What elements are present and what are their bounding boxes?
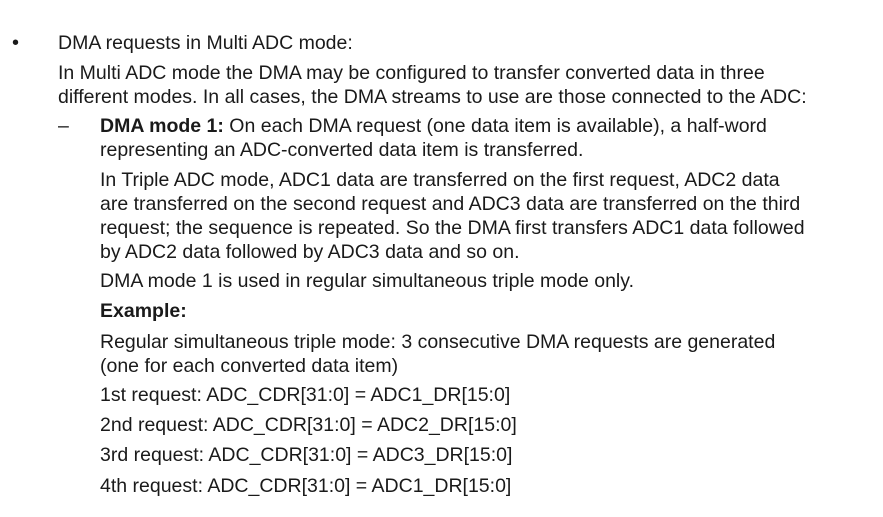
usage-line: DMA mode 1 is used in regular simultaneo… xyxy=(100,270,634,292)
mode1-text: On each DMA request (one data item is av… xyxy=(223,115,767,137)
request-3: 3rd request: ADC_CDR[31:0] = ADC3_DR[15:… xyxy=(100,443,860,467)
mode1-line: representing an ADC-converted data item … xyxy=(100,139,584,161)
triple-line: are transferred on the second request an… xyxy=(100,193,801,215)
triple-line: by ADC2 data followed by ADC3 data and s… xyxy=(100,241,520,263)
bullet-title: DMA requests in Multi ADC mode: xyxy=(58,32,353,54)
bullet-marker: • xyxy=(12,32,20,54)
intro-paragraph: In Multi ADC mode the DMA may be configu… xyxy=(58,61,858,109)
request-line: 1st request: ADC_CDR[31:0] = ADC1_DR[15:… xyxy=(100,384,511,406)
mode1-paragraph: DMA mode 1: On each DMA request (one dat… xyxy=(100,114,860,162)
example-line: (one for each converted data item) xyxy=(100,355,399,377)
example-paragraph: Regular simultaneous triple mode: 3 cons… xyxy=(100,330,860,378)
request-4: 4th request: ADC_CDR[31:0] = ADC1_DR[15:… xyxy=(100,474,860,498)
request-2: 2nd request: ADC_CDR[31:0] = ADC2_DR[15:… xyxy=(100,413,860,437)
mode1-label: DMA mode 1: xyxy=(100,115,224,137)
triple-line: request; the sequence is repeated. So th… xyxy=(100,217,805,239)
example-heading: Example: xyxy=(100,299,860,323)
intro-line: In Multi ADC mode the DMA may be configu… xyxy=(58,62,765,84)
usage-paragraph: DMA mode 1 is used in regular simultaneo… xyxy=(100,269,860,293)
triple-line: In Triple ADC mode, ADC1 data are transf… xyxy=(100,169,780,191)
request-1: 1st request: ADC_CDR[31:0] = ADC1_DR[15:… xyxy=(100,383,860,407)
intro-line: different modes. In all cases, the DMA s… xyxy=(58,86,807,108)
mode1-line: DMA mode 1: On each DMA request (one dat… xyxy=(100,114,860,138)
request-line: 4th request: ADC_CDR[31:0] = ADC1_DR[15:… xyxy=(100,475,512,497)
request-line: 2nd request: ADC_CDR[31:0] = ADC2_DR[15:… xyxy=(100,414,517,436)
example-label: Example: xyxy=(100,300,187,322)
triple-paragraph: In Triple ADC mode, ADC1 data are transf… xyxy=(100,168,860,264)
example-line: Regular simultaneous triple mode: 3 cons… xyxy=(100,331,776,353)
request-line: 3rd request: ADC_CDR[31:0] = ADC3_DR[15:… xyxy=(100,444,513,466)
dash-marker: – xyxy=(58,115,69,137)
